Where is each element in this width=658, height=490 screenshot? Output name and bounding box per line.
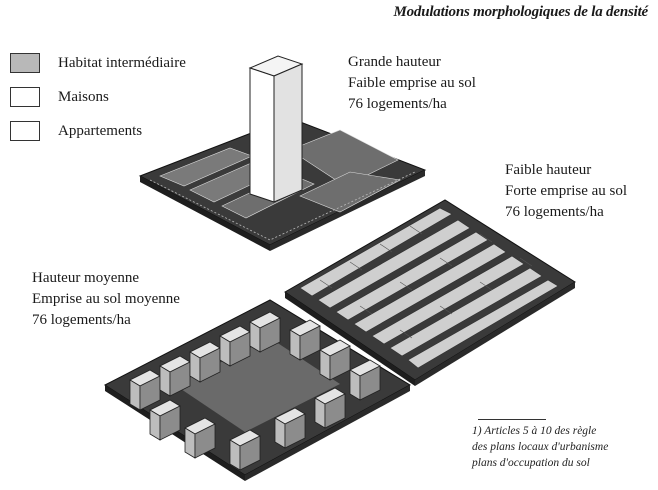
label-moyenne-line1: Hauteur moyenne (32, 270, 140, 286)
legend-label-habitat: Habitat intermédiaire (58, 54, 186, 71)
label-grande-line2: Faible emprise au sol (348, 75, 476, 91)
label-moyenne-line3: 76 logements/ha (32, 312, 131, 328)
label-grande-line3: 76 logements/ha (348, 96, 447, 112)
legend-swatch-habitat (10, 53, 40, 73)
block-courtyard (104, 299, 412, 481)
legend-label-appartements: Appartements (58, 122, 143, 139)
legend-label-maisons: Maisons (58, 88, 109, 105)
legend-item-maisons: Maisons (10, 80, 186, 114)
footnote-divider (478, 419, 546, 420)
block-low-rise (284, 199, 576, 386)
label-faible-line3: 76 logements/ha (505, 204, 604, 220)
legend-item-habitat: Habitat intermédiaire (10, 46, 186, 80)
block-tower (138, 55, 427, 251)
legend-swatch-maisons (10, 87, 40, 107)
legend-item-appartements: Appartements (10, 114, 186, 148)
footnote-line1: 1) Articles 5 à 10 des règle (472, 425, 597, 437)
footnote-line3: plans d'occupation du sol (472, 457, 590, 469)
label-moyenne-line2: Emprise au sol moyenne (32, 291, 180, 307)
label-faible-hauteur: Faible hauteur Forte emprise au sol 76 l… (505, 160, 627, 223)
label-faible-line1: Faible hauteur (505, 162, 592, 178)
label-hauteur-moyenne: Hauteur moyenne Emprise au sol moyenne 7… (32, 268, 180, 331)
label-grande-line1: Grande hauteur (348, 54, 441, 70)
footnote: 1) Articles 5 à 10 des règle des plans l… (472, 423, 652, 471)
diagram-title: Modulations morphologiques de la densité (393, 4, 648, 20)
footnote-line2: des plans locaux d'urbanisme (472, 441, 609, 453)
legend-swatch-appartements (10, 121, 40, 141)
label-faible-line2: Forte emprise au sol (505, 183, 628, 199)
legend: Habitat intermédiaire Maisons Appartemen… (10, 46, 186, 148)
label-grande-hauteur: Grande hauteur Faible emprise au sol 76 … (348, 52, 476, 115)
